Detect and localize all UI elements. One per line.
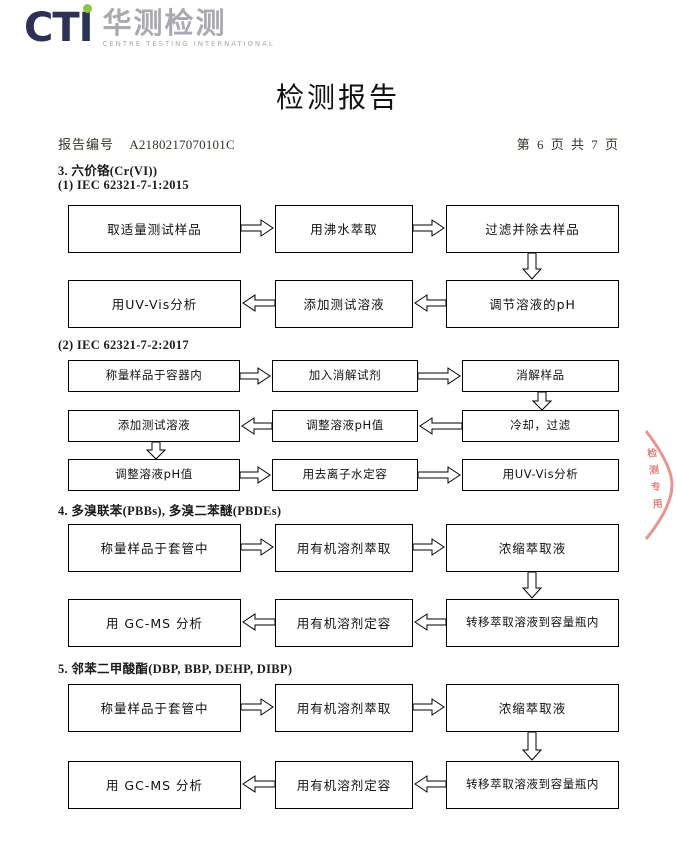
report-number-value: A2180217070101C xyxy=(129,137,235,152)
logo-latin-label: CTI xyxy=(24,5,94,51)
cti-logo: CTI 华测检测 CENTRE TESTING INTERNATIONAL xyxy=(24,4,275,54)
flow-box: 转移萃取溶液到容量瓶内 xyxy=(446,761,619,809)
flow-box: 调整溶液pH值 xyxy=(272,410,418,442)
section-heading-3: 3. 六价铬(Cr(VI)) xyxy=(58,164,158,178)
red-seal-stamp: 检测专用 xyxy=(642,425,676,545)
report-number-label: 报告编号 xyxy=(58,137,115,152)
flow-box: 用有机溶剂萃取 xyxy=(275,684,413,732)
flow-arrow-left xyxy=(413,293,446,313)
flow-box: 用 GC-MS 分析 xyxy=(68,761,241,809)
flow-arrow-left xyxy=(241,612,275,632)
flow-arrow-down xyxy=(146,442,166,460)
section-subheading-3-1: (1) IEC 62321-7-1:2015 xyxy=(58,178,189,192)
flow-box: 转移萃取溶液到容量瓶内 xyxy=(446,599,619,647)
flow-box: 浓缩萃取液 xyxy=(446,684,619,732)
flow-box: 称量样品于套管中 xyxy=(68,524,241,572)
flow-arrow-left xyxy=(418,416,462,436)
flow-arrow-left xyxy=(413,612,446,632)
flow-arrow-down xyxy=(522,572,542,599)
flow-box: 用沸水萃取 xyxy=(275,205,413,253)
flow-box: 用有机溶剂定容 xyxy=(275,761,413,809)
seal-characters: 检测专用 xyxy=(646,447,664,511)
flow-box: 调节溶液的pH xyxy=(446,280,619,328)
flow-arrow-right xyxy=(240,366,272,386)
flow-box: 用UV-Vis分析 xyxy=(462,459,619,491)
flow-arrow-left xyxy=(240,416,272,436)
flow-box: 用UV-Vis分析 xyxy=(68,280,241,328)
flow-arrow-left xyxy=(241,293,275,313)
flow-arrow-right xyxy=(413,218,446,238)
flow-box: 添加测试溶液 xyxy=(68,410,240,442)
flow-box: 过滤并除去样品 xyxy=(446,205,619,253)
logo-latin-text: CTI xyxy=(24,4,94,51)
page-indicator: 第 6 页 共 7 页 xyxy=(516,137,620,152)
flow-box: 用有机溶剂定容 xyxy=(275,599,413,647)
flow-arrow-right xyxy=(241,697,275,717)
flow-arrow-right xyxy=(418,366,462,386)
flow-box: 添加测试溶液 xyxy=(275,280,413,328)
logo-chinese-label: 华测检测 xyxy=(102,6,227,40)
flow-box: 用有机溶剂萃取 xyxy=(275,524,413,572)
flow-arrow-right xyxy=(241,218,275,238)
flow-box: 浓缩萃取液 xyxy=(446,524,619,572)
flow-arrow-down xyxy=(522,732,542,761)
flow-arrow-right xyxy=(413,697,446,717)
flow-arrow-down xyxy=(532,392,552,411)
flow-box: 冷却，过滤 xyxy=(462,410,619,442)
flow-arrow-right xyxy=(241,537,275,557)
flow-box: 消解样品 xyxy=(462,360,619,392)
flow-box: 加入消解试剂 xyxy=(272,360,418,392)
flow-arrow-right xyxy=(418,465,462,485)
flow-arrow-right xyxy=(240,465,272,485)
seal-arc-icon xyxy=(644,430,674,540)
section-heading-5: 5. 邻苯二甲酸酯(DBP, BBP, DEHP, DIBP) xyxy=(58,662,293,676)
logo-text-block: 华测检测 CENTRE TESTING INTERNATIONAL xyxy=(103,8,275,49)
flow-box: 取适量测试样品 xyxy=(68,205,241,253)
section-subheading-3-2: (2) IEC 62321-7-2:2017 xyxy=(58,338,189,352)
flow-box: 用 GC-MS 分析 xyxy=(68,599,241,647)
section-heading-4: 4. 多溴联苯(PBBs), 多溴二苯醚(PBDEs) xyxy=(58,504,282,518)
flow-box: 用去离子水定容 xyxy=(272,459,418,491)
flow-arrow-left xyxy=(241,774,275,794)
flow-arrow-down xyxy=(522,253,542,280)
flow-box: 调整溶液pH值 xyxy=(68,459,240,491)
flow-arrow-left xyxy=(413,774,446,794)
logo-green-dot-icon xyxy=(82,4,92,13)
report-number-row: 报告编号 A2180217070101C xyxy=(58,134,235,153)
flow-box: 称量样品于容器内 xyxy=(68,360,240,392)
page-title: 检测报告 xyxy=(275,81,400,114)
flow-box: 称量样品于套管中 xyxy=(68,684,241,732)
logo-english-label: CENTRE TESTING INTERNATIONAL xyxy=(102,40,275,48)
flow-arrow-right xyxy=(413,537,446,557)
